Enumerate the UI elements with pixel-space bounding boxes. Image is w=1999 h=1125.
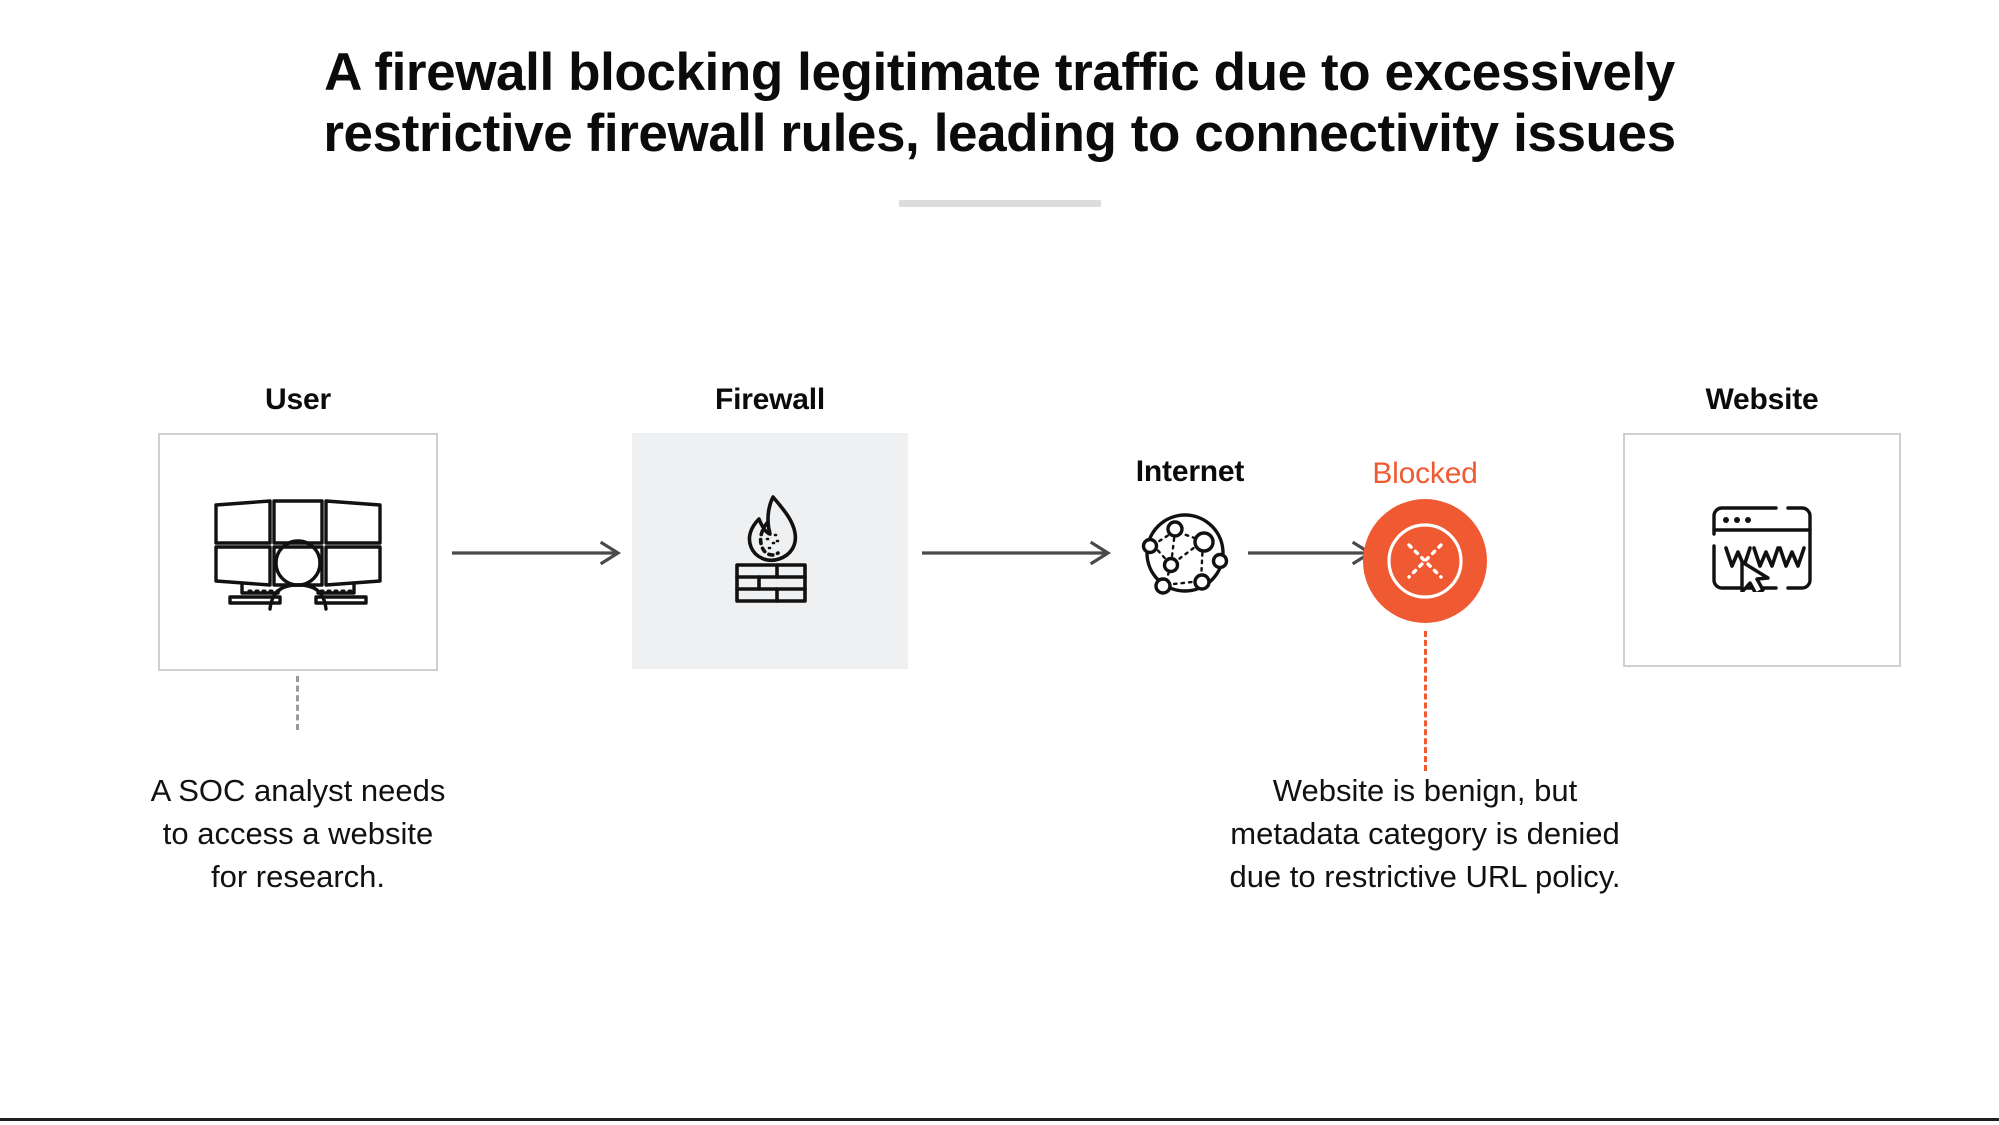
title-block: A firewall blocking legitimate traffic d…: [0, 42, 1999, 207]
internet-network-globe-icon: [1135, 503, 1235, 608]
page-title: A firewall blocking legitimate traffic d…: [323, 43, 1676, 164]
node-internet[interactable]: [1130, 500, 1240, 610]
node-label-blocked: Blocked: [1372, 457, 1478, 490]
node-label-user: User: [265, 383, 331, 416]
soc-analyst-workstation-icon: [208, 487, 388, 617]
bottom-rule: [0, 1118, 1999, 1121]
title-divider: [898, 199, 1101, 207]
browser-www-cursor-icon: [1708, 504, 1816, 597]
node-label-firewall: Firewall: [714, 383, 826, 416]
blocked-caption: Website is benign, but metadata category…: [1229, 773, 1621, 894]
connector-blocked-caption: [1424, 631, 1427, 771]
arrow-user-firewall: [450, 539, 624, 567]
node-website[interactable]: [1623, 433, 1901, 667]
user-caption: A SOC analyst needs to access a website …: [150, 773, 446, 894]
node-user[interactable]: [158, 433, 438, 671]
firewall-flame-brick-icon: [715, 493, 825, 610]
arrow-firewall-internet: [920, 539, 1114, 567]
node-firewall[interactable]: [632, 433, 908, 669]
blocked-x-circle-icon: [1363, 498, 1487, 628]
node-label-internet: Internet: [1135, 455, 1245, 488]
node-label-website: Website: [1705, 383, 1819, 416]
arrow-internet-blocked: [1246, 539, 1376, 567]
node-blocked[interactable]: [1363, 498, 1487, 628]
connector-user-caption: [296, 676, 299, 730]
